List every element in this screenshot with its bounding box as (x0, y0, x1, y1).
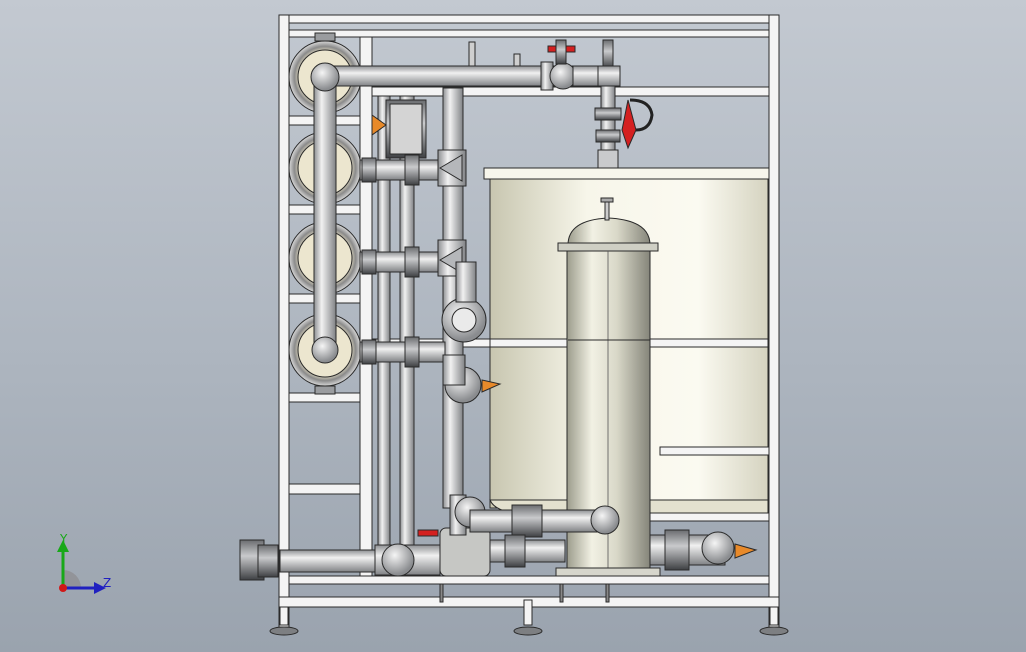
y-axis-label: Y (60, 532, 68, 546)
top-manifold (310, 39, 621, 92)
triad-axes (57, 540, 106, 594)
vertical-pipes (359, 87, 502, 552)
tank-inlet-valve (594, 85, 654, 169)
bottom-piping (239, 494, 758, 603)
z-axis-label: Z (103, 576, 112, 590)
membrane-housings (288, 32, 362, 395)
orientation-triad[interactable]: Y Z (40, 528, 130, 603)
